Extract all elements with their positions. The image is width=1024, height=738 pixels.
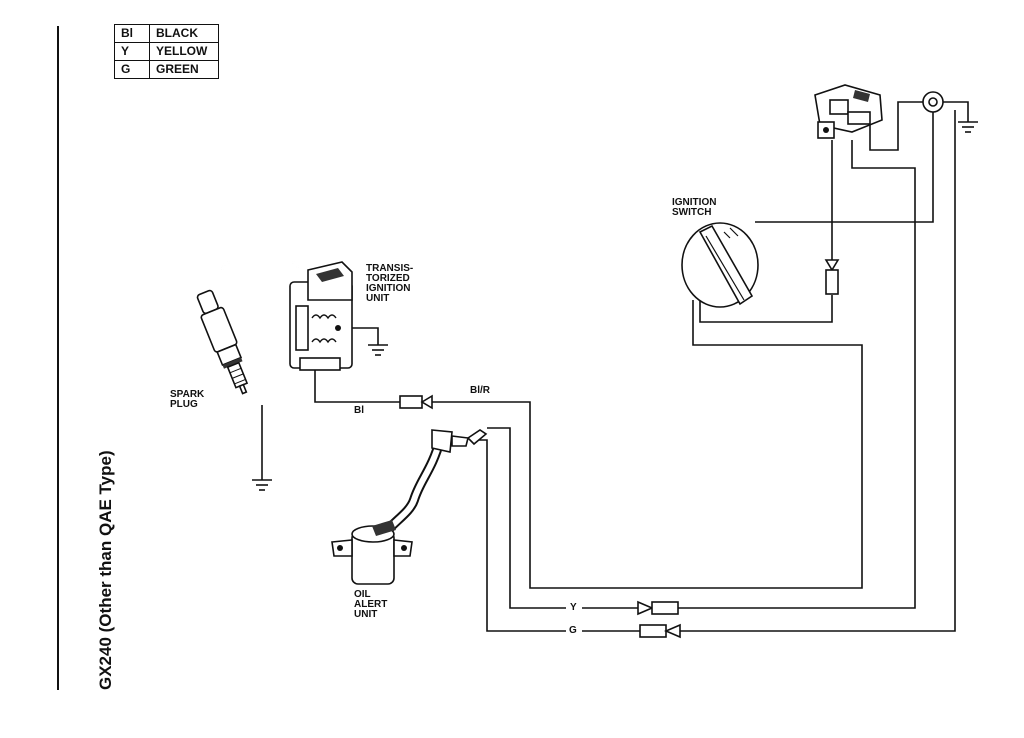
wire-bl-r (428, 300, 863, 589)
connector-y (637, 600, 679, 616)
wire-y-right (677, 140, 916, 609)
ground-symbol (958, 121, 978, 133)
oil-alert-unit (331, 429, 488, 585)
wire-g-left (470, 439, 640, 632)
wire-label-bl-r: Bl/R (470, 385, 490, 396)
ignition-unit (289, 261, 353, 371)
connector-wire-a (869, 101, 925, 151)
wire-y-left (487, 427, 638, 609)
switch-wire-a (699, 290, 833, 323)
switch-wire-c (755, 112, 934, 223)
side-rule (57, 26, 59, 690)
label-transistorized-ignition-unit: TRANSIS- TORIZED IGNITION UNIT (366, 263, 414, 304)
ground-lead (345, 327, 379, 345)
label-ignition-switch: IGNITION SWITCH (672, 197, 717, 218)
spark-plug (196, 289, 249, 395)
label-oil-alert-unit: OIL ALERT UNIT (354, 589, 388, 620)
label-spark-plug: SPARK PLUG (170, 389, 205, 410)
ground-symbol (368, 344, 388, 356)
engine-stop-connector (814, 84, 883, 139)
wire-g-right (680, 110, 956, 632)
ground-symbol (252, 479, 272, 491)
ht-lead (221, 261, 299, 292)
wire-bl (314, 370, 402, 403)
ring-terminal (922, 91, 944, 113)
connector-bl-r (399, 394, 433, 410)
ignition-switch (681, 222, 759, 308)
wire-label-y: Y (570, 602, 577, 613)
ring-ground-lead (942, 101, 969, 122)
wire-label-g: G (569, 625, 577, 636)
wire-label-bl: Bl (354, 405, 364, 416)
color-legend: Bl BLACK Y YELLOW G GREEN (114, 24, 219, 79)
legend-name: GREEN (149, 60, 219, 79)
connector-g (639, 623, 681, 639)
diode (824, 259, 840, 295)
legend-row: G GREEN (114, 60, 219, 79)
